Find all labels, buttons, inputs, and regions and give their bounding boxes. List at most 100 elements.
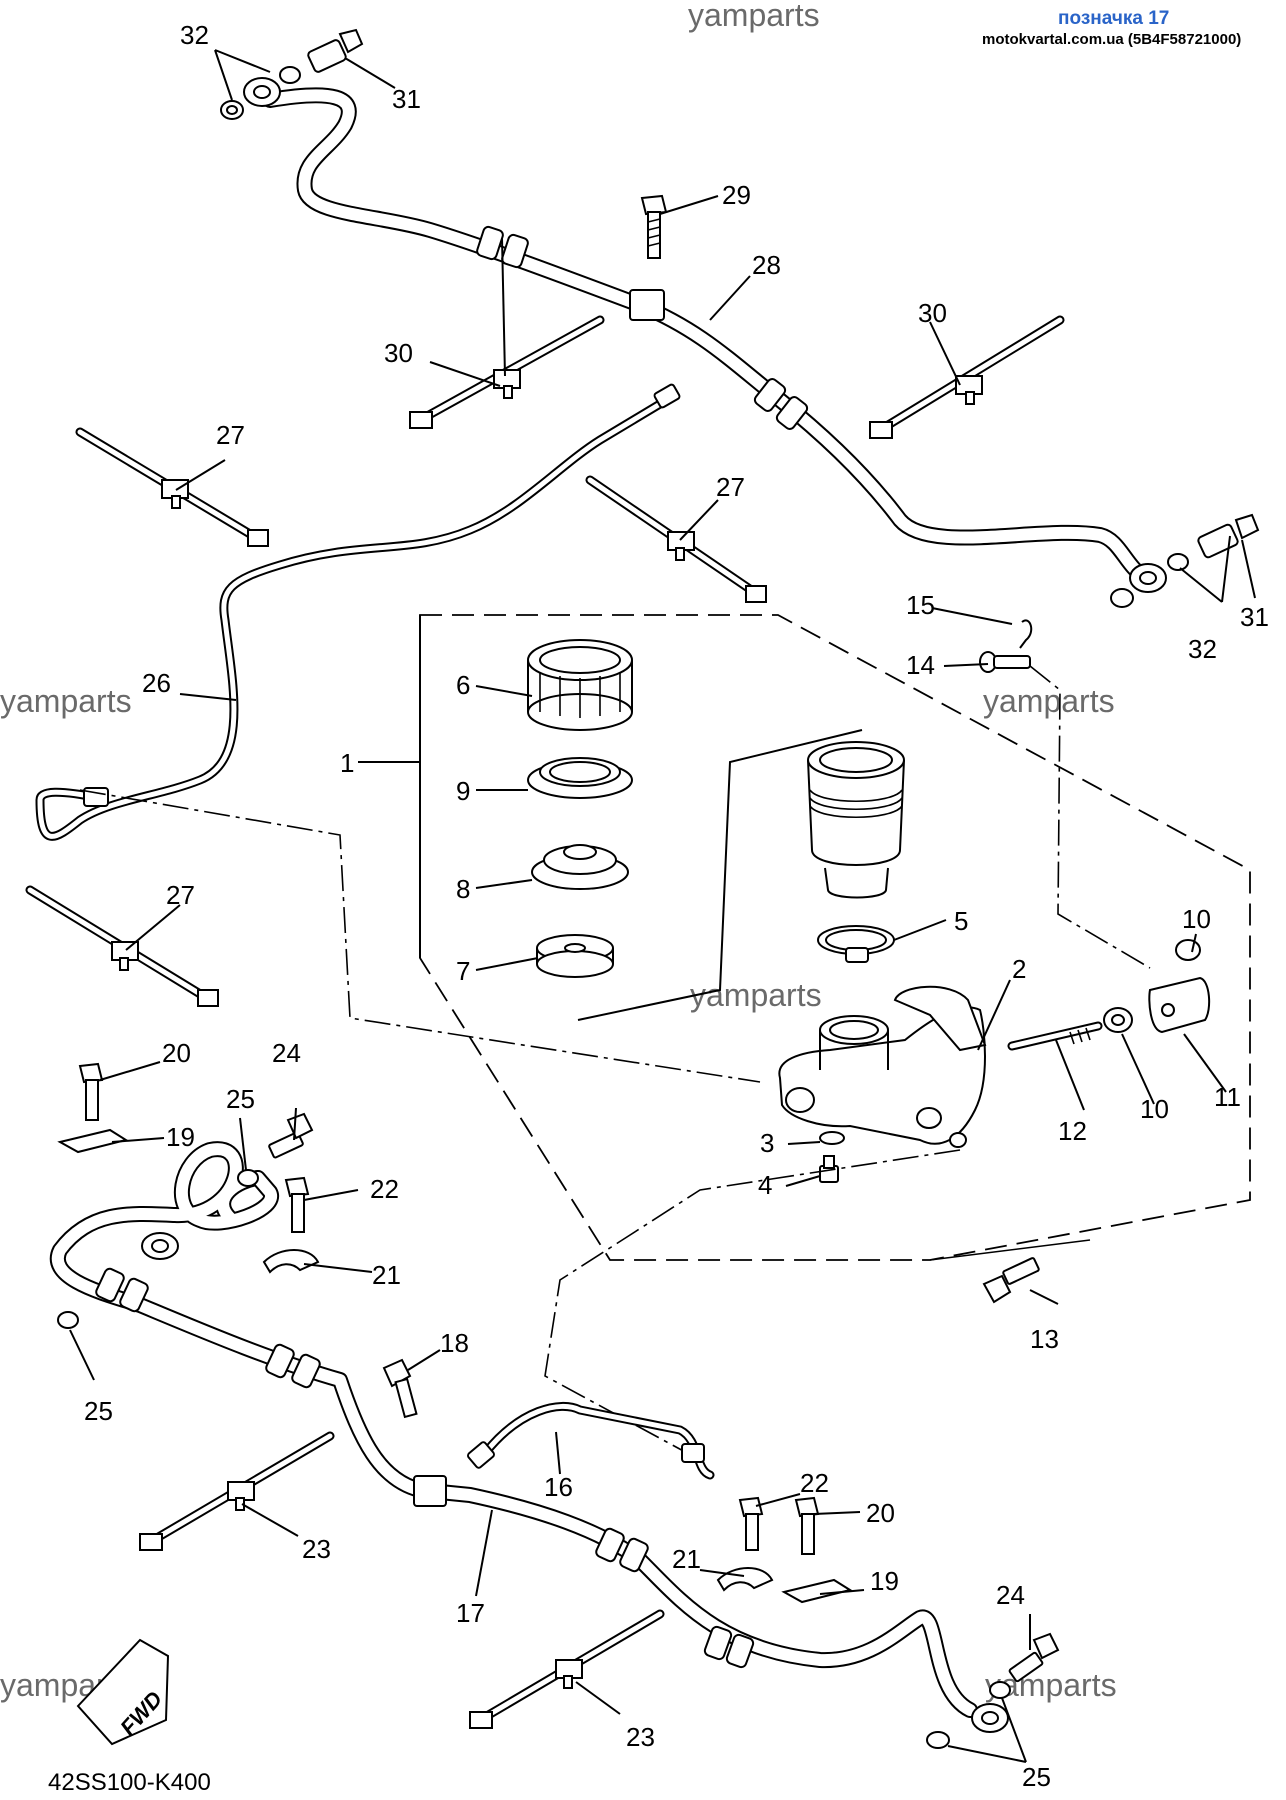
bolt-22-upper	[284, 1176, 310, 1233]
callout-15: 15	[906, 590, 935, 620]
cable-tie-23-lower	[469, 1609, 665, 1729]
callout-19-lower: 19	[870, 1566, 899, 1596]
lower-joint-block	[413, 1475, 447, 1507]
union-bolt-24-lower	[1008, 1632, 1060, 1683]
banjo-fitting-top-left	[220, 28, 364, 120]
assembly-boundary	[419, 614, 1251, 1261]
lower-brake-hose	[49, 1141, 1009, 1733]
nut-10-upper	[1175, 939, 1201, 961]
clevis-11	[1148, 976, 1211, 1034]
cable-tie-30-left	[409, 315, 605, 429]
bolt-20-upper	[78, 1062, 104, 1121]
callout-30-left: 30	[384, 338, 413, 368]
float-7	[536, 934, 614, 978]
callout-32-top: 32	[180, 20, 209, 50]
callout-25-left: 25	[84, 1396, 113, 1426]
callout-12: 12	[1058, 1116, 1087, 1146]
callout-16: 16	[544, 1472, 573, 1502]
callout-5: 5	[954, 906, 968, 936]
washer-25-a	[237, 1169, 259, 1187]
callout-26: 26	[142, 668, 171, 698]
leader-boundary-13	[929, 1239, 1091, 1261]
brake-pipe-16	[467, 1402, 715, 1480]
callout-7: 7	[456, 956, 470, 986]
callout-2: 2	[1012, 954, 1026, 984]
leader-explode-tank	[577, 729, 863, 1021]
callout-22-upper: 22	[370, 1174, 399, 1204]
routing-line-pin-to-clevis	[1029, 665, 1151, 969]
washer-3	[819, 1131, 845, 1145]
bolt-29	[640, 194, 668, 259]
cap-plate-9	[527, 757, 633, 799]
callout-29: 29	[722, 180, 751, 210]
watermark-left: yamparts	[0, 683, 132, 719]
callout-23-lower: 23	[626, 1722, 655, 1752]
callout-25-lower: 25	[1022, 1762, 1051, 1792]
hose-clamp-5	[817, 925, 895, 963]
callout-18: 18	[440, 1328, 469, 1358]
master-cylinder-2	[778, 985, 987, 1148]
bracket-19-lower	[781, 1578, 853, 1604]
diaphragm-8	[531, 844, 629, 890]
cable-tie-30-right	[869, 315, 1065, 439]
header-source: motokvartal.com.ua (5B4F58721000)	[982, 31, 1241, 48]
callout-3: 3	[760, 1128, 774, 1158]
callout-4: 4	[758, 1170, 772, 1200]
routing-line-pipe-to-cylinder	[79, 789, 761, 1083]
cable-tie-23-upper	[139, 1431, 335, 1551]
callout-25-upper: 25	[226, 1084, 255, 1114]
union-bolt-24-upper	[268, 1112, 314, 1159]
callout-20-upper: 20	[162, 1038, 191, 1068]
brake-pipe-26	[35, 383, 681, 841]
callout-32-right: 32	[1188, 634, 1217, 664]
callout-30-right: 30	[918, 298, 947, 328]
nut-10-lower	[1103, 1007, 1133, 1033]
callout-24-upper: 24	[272, 1038, 301, 1068]
callout-6: 6	[456, 670, 470, 700]
leader-lines	[69, 49, 1256, 1763]
callout-10-upper: 10	[1182, 904, 1211, 934]
callout-9: 9	[456, 776, 470, 806]
cable-tie-27-lower-left	[25, 885, 219, 1007]
hose-joint-block	[629, 289, 665, 321]
cable-tie-27-top-left	[75, 427, 269, 547]
callout-21-lower: 21	[672, 1544, 701, 1574]
callout-11: 11	[1214, 1082, 1241, 1112]
callout-19-upper: 19	[166, 1122, 195, 1152]
bracket-21-upper	[262, 1249, 320, 1274]
reservoir-tank	[807, 741, 905, 899]
watermark-top: yamparts	[688, 0, 820, 33]
callout-20-lower: 20	[866, 1498, 895, 1528]
callout-17: 17	[456, 1598, 485, 1628]
washer-25-d	[989, 1681, 1011, 1699]
bolt-22-lower	[738, 1496, 764, 1551]
banjo-fitting-right	[1110, 513, 1260, 608]
callout-10-lower: 10	[1140, 1094, 1169, 1124]
callout-27-top: 27	[216, 420, 245, 450]
callout-27-lower: 27	[166, 880, 195, 910]
callout-23-upper: 23	[302, 1534, 331, 1564]
bolt-20-lower	[794, 1496, 820, 1555]
washer-25-c	[926, 1731, 950, 1749]
fwd-arrow-icon: FWD	[76, 1638, 170, 1746]
header-label: позначка 17	[1058, 8, 1169, 29]
cotter-pin-15	[1019, 619, 1033, 649]
diagram-code: 42SS100-K400	[48, 1769, 211, 1796]
bracket-21-lower	[716, 1567, 774, 1592]
callout-8: 8	[456, 874, 470, 904]
callout-31-top: 31	[392, 84, 421, 114]
washer-25-b	[57, 1311, 79, 1329]
watermark-center: yamparts	[690, 977, 822, 1013]
cable-tie-27-middle	[585, 475, 767, 603]
callout-14: 14	[906, 650, 935, 680]
upper-brake-hose	[262, 87, 1153, 586]
callout-27-middle: 27	[716, 472, 745, 502]
watermark-right: yamparts	[983, 683, 1115, 719]
callout-21-upper: 21	[372, 1260, 401, 1290]
bolt-13	[982, 1257, 1040, 1304]
pin-14	[979, 651, 1031, 673]
bolt-18	[382, 1358, 418, 1419]
callout-1: 1	[340, 748, 354, 778]
callout-numbers: 32 31 29 28 30 30 27 27 26 27 15 14 32 3…	[84, 20, 1269, 1792]
